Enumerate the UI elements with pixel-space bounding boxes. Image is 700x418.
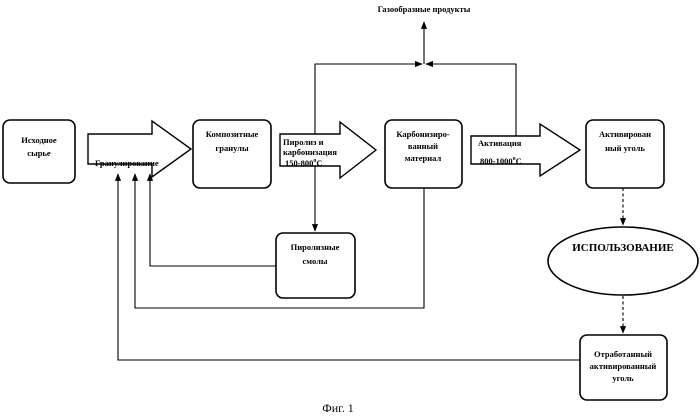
raw-material-label-2: сырье — [27, 148, 51, 158]
activated-carbon-label-2: ный уголь — [605, 143, 645, 153]
raw-material-label-1: Исходное — [21, 135, 57, 145]
spent-carbon-label-1: Отработанный — [594, 349, 652, 359]
pyrolysis-label-1: Пиролиз и — [283, 137, 324, 147]
composite-granules-label-2: гранулы — [215, 143, 249, 153]
figure-caption: Фиг. 1 — [322, 401, 353, 415]
granulation-arrow — [88, 121, 191, 177]
activation-temperature: 800-1000oC — [480, 156, 522, 166]
composite-granules-label-1: Композитные — [206, 129, 259, 139]
carbonized-label-3: материал — [405, 153, 442, 163]
carbonized-label-1: Карбонизиро- — [396, 129, 450, 139]
spent-carbon-label-2: активированный — [590, 361, 657, 371]
spent-carbon-label-3: уголь — [612, 373, 634, 383]
usage-label: ИСПОЛЬЗОВАНИЕ — [572, 242, 674, 254]
carbonized-label-2: ванный — [408, 141, 438, 151]
gas-products-label: Газообразные продукты — [378, 4, 471, 14]
usage-ellipse — [548, 227, 698, 295]
tars-label-1: Пиролизные — [291, 242, 340, 252]
pyrolysis-temperature: 150-800oC — [285, 158, 322, 168]
activation-label: Активация — [478, 138, 522, 148]
granulation-label: Гранулирование — [95, 158, 159, 168]
tars-label-2: смолы — [303, 256, 328, 266]
activated-carbon-label-1: Активирован — [599, 129, 651, 139]
activation-arrow — [471, 124, 580, 176]
pyrolysis-label-2: карбонизация — [283, 147, 337, 157]
